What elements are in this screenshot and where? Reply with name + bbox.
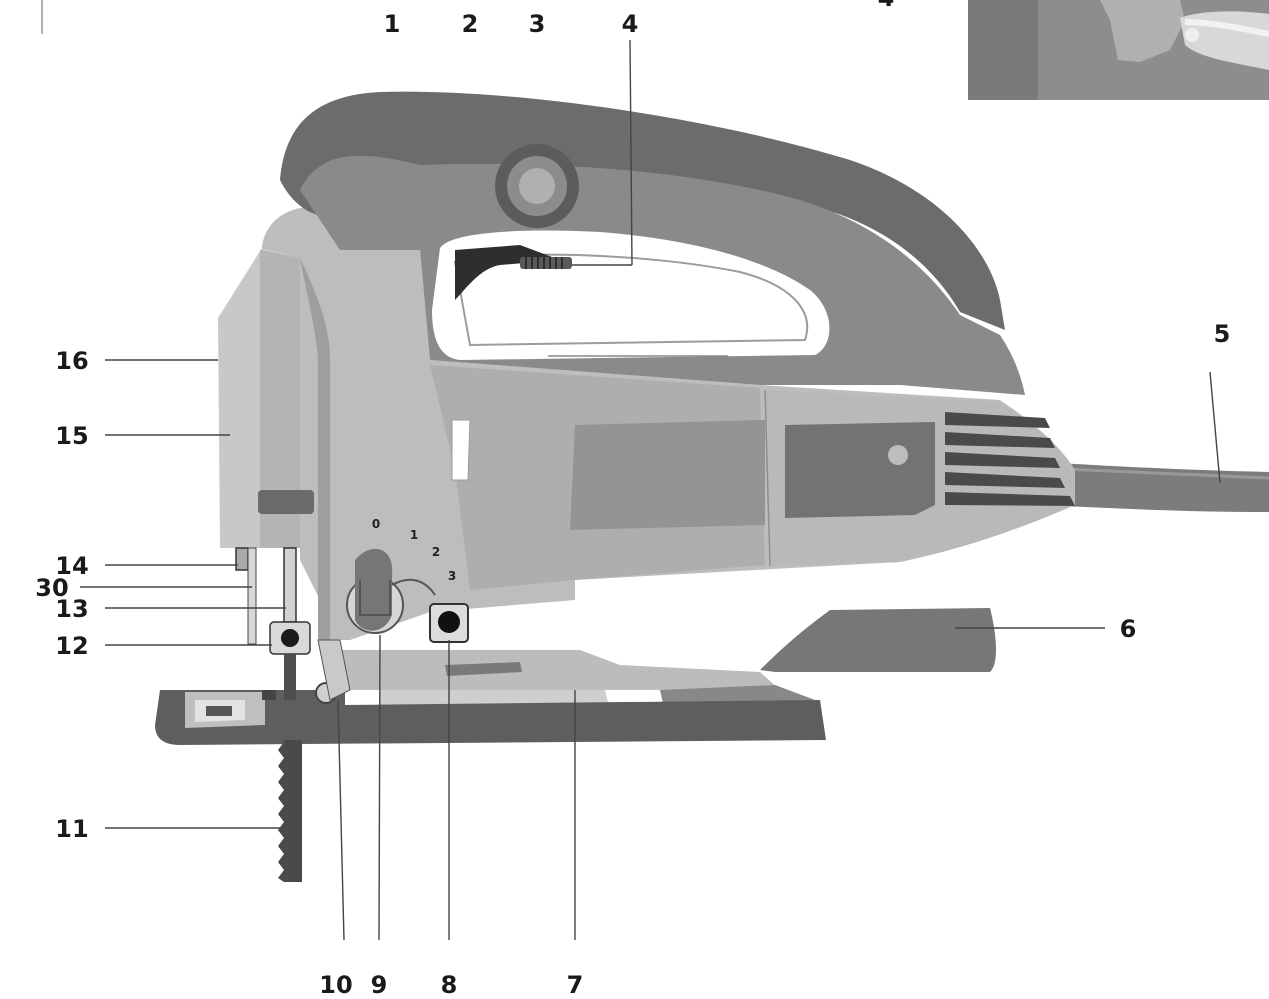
callout-10: 10: [319, 971, 352, 999]
callout-7: 7: [567, 971, 584, 999]
callout-6: 6: [1120, 615, 1137, 643]
inset-corner-label: 4: [878, 0, 895, 12]
pendulum-dial-scale: 0 1 2 3: [372, 517, 456, 583]
callout-16: 16: [55, 347, 88, 375]
callout-5: 5: [1214, 320, 1231, 348]
callout-15: 15: [55, 422, 88, 450]
callout-8: 8: [441, 971, 458, 999]
callout-1: 1: [384, 10, 401, 38]
callout-2: 2: [462, 10, 479, 38]
front-slot: [258, 490, 314, 514]
callout-11: 11: [55, 815, 88, 843]
dial-number-3: 3: [448, 569, 456, 583]
inset-photo: [968, 0, 1269, 100]
leader-lines: [80, 39, 1221, 941]
callout-4: 4: [622, 10, 639, 38]
callout-13: 13: [55, 595, 88, 623]
callout-30: 30: [35, 574, 68, 602]
callout-9: 9: [371, 971, 388, 999]
callout-12: 12: [55, 632, 88, 660]
callout-14: 14: [55, 552, 88, 580]
callout-3: 3: [529, 10, 546, 38]
dial-number-0: 0: [372, 517, 380, 531]
callout-labels: 1 2 3 4 5 6 7 8 9 10 11 12 13 14 15 16 3…: [35, 10, 1230, 999]
dial-number-1: 1: [410, 528, 418, 542]
dial-number-2: 2: [432, 545, 440, 559]
jigsaw-body: [155, 91, 1269, 882]
